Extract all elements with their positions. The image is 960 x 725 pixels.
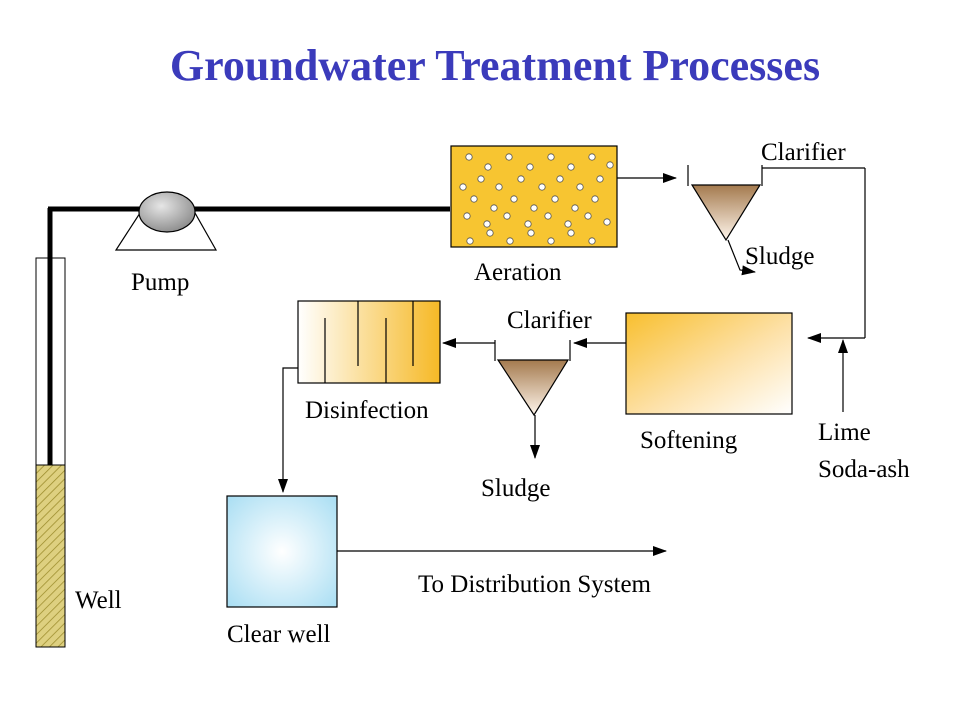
aeration-label: Aeration	[474, 259, 562, 286]
disinfection-label: Disinfection	[305, 397, 429, 424]
air-bubble	[538, 183, 546, 191]
air-bubble	[466, 237, 474, 245]
aeration-tank	[450, 145, 618, 248]
sludge-top-label: Sludge	[745, 243, 815, 270]
clear-well-label: Clear well	[227, 621, 331, 648]
clear-well-tank	[226, 495, 338, 608]
air-bubble	[603, 218, 611, 226]
air-bubble	[505, 153, 513, 161]
air-bubble	[503, 212, 511, 220]
lime-label: Lime	[818, 419, 871, 446]
disinfection-to-clearwell-arrow	[278, 367, 298, 493]
air-bubble	[571, 204, 579, 212]
page-title: Groundwater Treatment Processes	[169, 41, 821, 90]
air-bubble	[486, 229, 494, 237]
softening-label: Softening	[640, 427, 738, 454]
air-bubble	[567, 229, 575, 237]
pump	[114, 191, 218, 251]
air-bubble	[556, 175, 564, 183]
air-bubble	[564, 220, 572, 228]
air-bubble	[463, 212, 471, 220]
air-bubble	[477, 175, 485, 183]
air-bubble	[584, 212, 592, 220]
air-bubble	[483, 220, 491, 228]
air-bubble	[484, 163, 492, 171]
pump-label: Pump	[131, 269, 190, 296]
air-bubble	[547, 153, 555, 161]
air-bubble	[576, 183, 584, 191]
air-bubble	[567, 163, 575, 171]
air-bubble	[606, 161, 614, 169]
clarifier-top	[687, 165, 866, 343]
soda-ash-label: Soda-ash	[818, 456, 910, 483]
air-bubble	[596, 175, 604, 183]
clarifier-mid	[494, 340, 571, 459]
air-bubble	[490, 204, 498, 212]
clarifier-mid-label: Clarifier	[507, 307, 592, 334]
air-bubble	[465, 153, 473, 161]
air-bubble	[588, 153, 596, 161]
air-bubble	[551, 195, 559, 203]
air-bubble	[495, 183, 503, 191]
air-bubble	[591, 195, 599, 203]
air-bubble	[588, 237, 596, 245]
air-bubble	[470, 195, 478, 203]
air-bubble	[530, 204, 538, 212]
air-bubble	[459, 183, 467, 191]
air-bubble	[524, 220, 532, 228]
air-bubble	[544, 212, 552, 220]
clarifier-top-label: Clarifier	[761, 139, 846, 166]
air-bubble	[517, 175, 525, 183]
well-label: Well	[75, 587, 122, 614]
air-bubble	[527, 229, 535, 237]
softening-tank	[625, 312, 793, 415]
to-distribution-label: To Distribution System	[418, 571, 651, 598]
aeration-bubbles	[459, 153, 614, 245]
sludge-mid-label: Sludge	[481, 475, 551, 502]
air-bubble	[506, 237, 514, 245]
air-bubble	[510, 195, 518, 203]
air-bubble	[526, 163, 534, 171]
well	[35, 208, 66, 648]
disinfection-tank	[297, 300, 441, 384]
air-bubble	[547, 237, 555, 245]
